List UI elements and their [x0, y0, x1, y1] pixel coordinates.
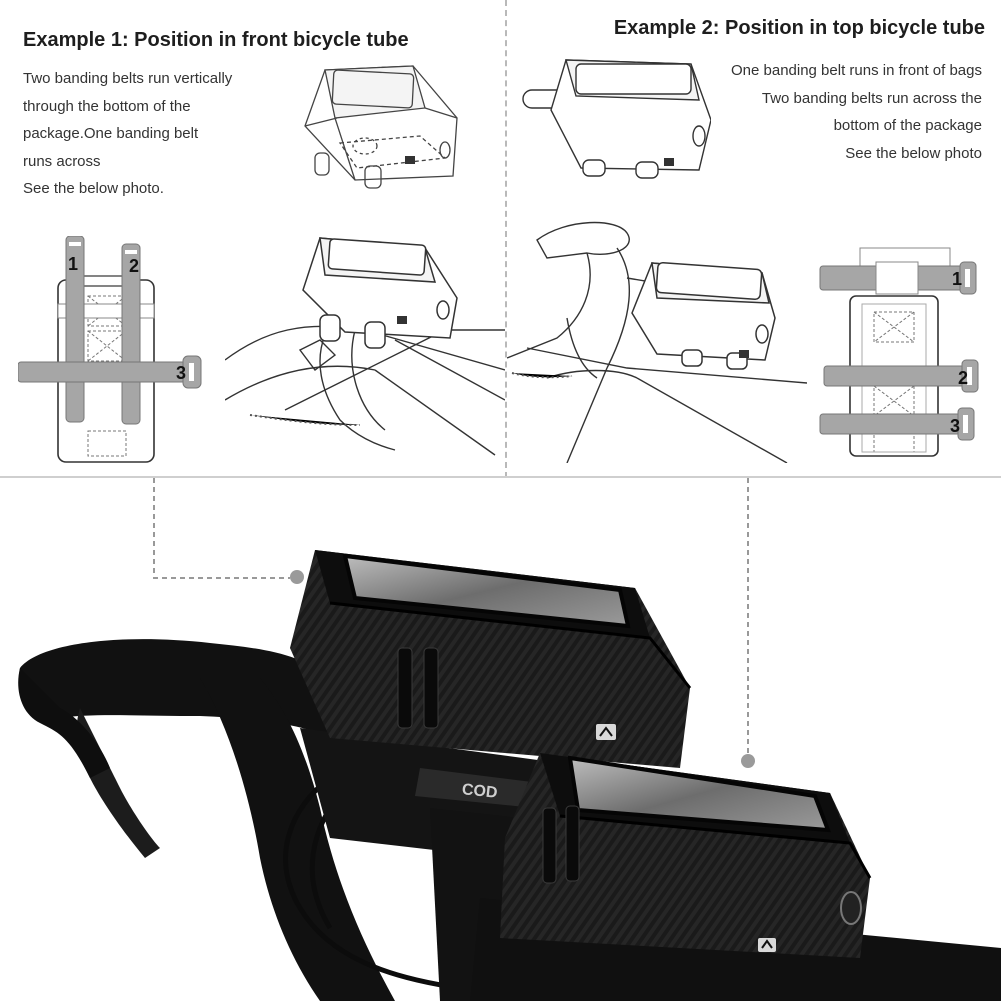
example-1-line-2: through the bottom of the: [23, 97, 191, 115]
belt-label-2-ex2: 2: [958, 368, 968, 388]
callout-line-right: [741, 478, 755, 768]
handlebar: [18, 639, 395, 1001]
bag-outline-illustration-1: [304, 65, 458, 189]
example-2-panel: Example 2: Position in top bicycle tube …: [507, 0, 1001, 478]
example-1-line-4: runs across: [23, 152, 101, 170]
strap-diagram-2: 1 2 3: [819, 247, 979, 457]
example-2-title: Example 2: Position in top bicycle tube: [613, 17, 985, 39]
product-photo: COD: [18, 478, 1001, 1001]
belt-label-1-ex2: 1: [952, 269, 962, 289]
belt-label-1: 1: [68, 254, 78, 274]
section-divider: [0, 476, 1001, 478]
panel-divider: [505, 0, 507, 478]
callout-line-left: [153, 478, 304, 584]
example-1-line-1: Two banding belts run vertically: [23, 70, 233, 87]
example-2-line-1: One banding belt runs in front of bags: [730, 62, 982, 79]
belt-label-3: 3: [176, 363, 186, 383]
belt-label-2: 2: [129, 256, 139, 276]
stem-text: COD: [461, 781, 498, 802]
bike-sketch-front-tube: [225, 237, 505, 456]
example-2-line-2: Two banding belts run across the: [761, 89, 982, 107]
bike-sketch-top-tube: [507, 221, 807, 463]
example-1-line-5: See the below photo.: [23, 180, 164, 197]
example-1-description: Two banding belts run vertically through…: [23, 65, 232, 203]
example-1-title: Example 1: Position in front bicycle tub…: [23, 29, 409, 51]
example-1-line-3: package.One banding belt: [23, 125, 199, 142]
strap-diagram-1: 1 2 3: [18, 236, 202, 463]
example-1-panel: Example 1: Position in front bicycle tub…: [0, 0, 505, 478]
example-2-description: One banding belt runs in front of bags T…: [731, 57, 982, 167]
front-bag: [290, 550, 692, 768]
bag-outline-illustration-2: [522, 59, 711, 179]
example-2-line-4: See the below photo: [845, 144, 982, 162]
example-2-line-3: bottom of the package: [833, 117, 982, 134]
belt-label-3-ex2: 3: [950, 416, 960, 436]
top-tube-bag: [500, 753, 872, 958]
